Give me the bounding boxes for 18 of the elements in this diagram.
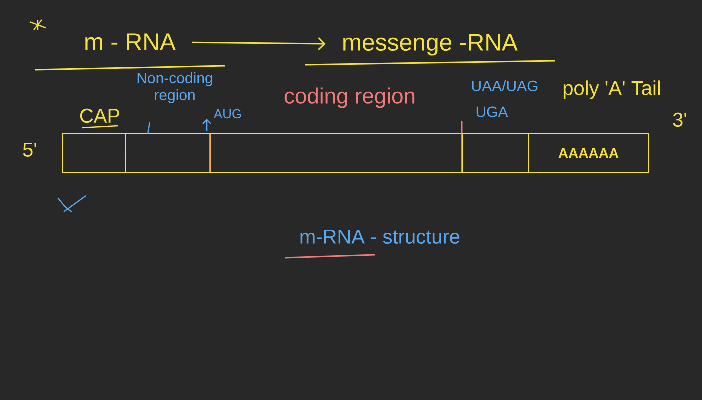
tail-segment: AAAAAA <box>528 133 650 174</box>
end-label: 3' <box>673 112 686 128</box>
codon-label: AUG <box>214 109 242 119</box>
title-word: m - RNA <box>34 34 226 71</box>
tail-label: poly 'A' Tail <box>564 80 660 100</box>
region-label: coding region <box>284 88 415 108</box>
codon-label: UAA/UAG <box>472 80 538 92</box>
region-label: Non-coding region <box>138 72 212 104</box>
structure-caption: m-RNA - structure <box>284 230 460 259</box>
cap-label: CAP <box>80 108 120 129</box>
end-label: 5' <box>23 143 36 157</box>
strip-segment <box>125 133 212 174</box>
strip-segment <box>62 133 126 174</box>
strip-segment <box>462 133 530 174</box>
strip-segment <box>210 133 464 174</box>
codon-label: UGA <box>476 106 508 118</box>
arrow <box>192 37 326 50</box>
title-word: messenge -RNA <box>304 34 556 66</box>
